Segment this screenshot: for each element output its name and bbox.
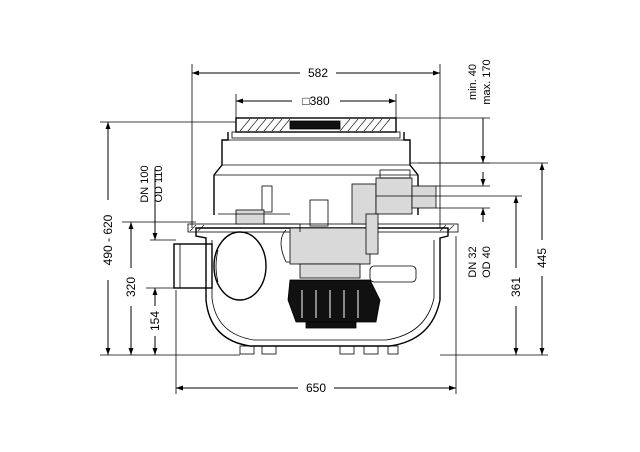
dim-total-height: 490 - 620 bbox=[100, 121, 240, 356]
tank-feet bbox=[239, 345, 399, 355]
inlet-pipe-callout: DN 100 OD 110 bbox=[139, 165, 176, 241]
dim-lower-height: 154 bbox=[146, 287, 176, 355]
inlet-height-label: 320 bbox=[124, 277, 138, 297]
dim-base-width: 650 bbox=[175, 236, 457, 395]
overall-width-label: 582 bbox=[308, 66, 328, 80]
discharge-assembly bbox=[351, 169, 437, 255]
inlet-pipe bbox=[173, 231, 267, 301]
total-height-label: 490 - 620 bbox=[101, 214, 115, 265]
cover-plate bbox=[235, 117, 397, 133]
inlet-od-label: OD 110 bbox=[153, 165, 165, 202]
outlet-pipe-callout: DN 32 OD 40 bbox=[436, 172, 493, 278]
collection-tank bbox=[187, 223, 459, 355]
outlet-height-label: 361 bbox=[509, 277, 523, 297]
dim-overall-width: 582 bbox=[191, 64, 441, 228]
inlet-dn-label: DN 100 bbox=[139, 165, 151, 202]
pump-unit bbox=[264, 223, 417, 329]
lower-height-label: 154 bbox=[148, 311, 162, 331]
dim-body-height: 445 bbox=[418, 162, 549, 355]
extension-shaft bbox=[213, 131, 419, 215]
outlet-od-label: OD 40 bbox=[481, 246, 493, 278]
base-width-label: 650 bbox=[306, 381, 326, 395]
body-height-label: 445 bbox=[535, 248, 549, 268]
dim-inlet-height: 320 bbox=[122, 221, 196, 355]
extension-max-label: max. 170 bbox=[481, 59, 493, 104]
dim-extension: min. 40 max. 170 bbox=[396, 59, 493, 164]
cover-size-label: □380 bbox=[302, 94, 330, 108]
pump-station-drawing bbox=[173, 117, 459, 355]
outlet-dn-label: DN 32 bbox=[467, 246, 479, 277]
dim-cover-size: □380 bbox=[235, 94, 397, 118]
dim-outlet-height: 361 bbox=[436, 195, 548, 356]
fittings bbox=[218, 185, 329, 227]
extension-min-label: min. 40 bbox=[467, 64, 479, 100]
